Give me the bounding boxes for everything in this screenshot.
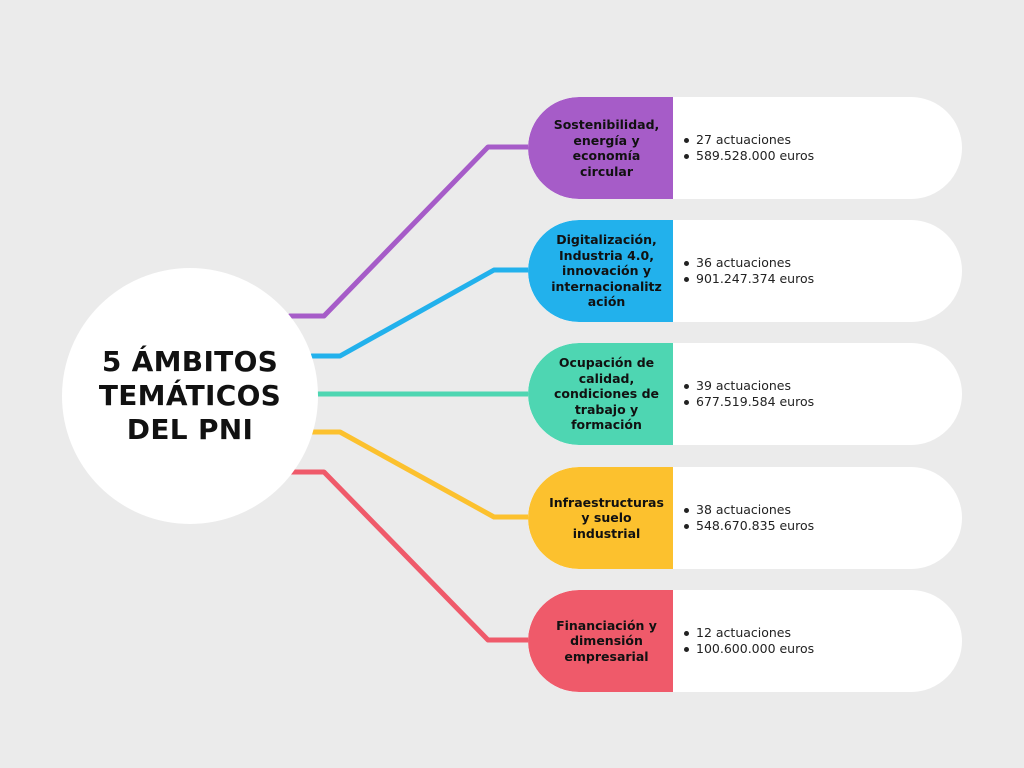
central-title-line: TEMÁTICOS [98,379,282,412]
topic-details: 38 actuaciones 548.670.835 euros [680,467,814,569]
topic-label-line: Financiación y [556,617,657,633]
actuaciones-count: 39 actuaciones [683,378,814,394]
topic-label-line: energía y [573,132,640,148]
topic-label-line: circular [579,163,634,179]
budget-euros: 548.670.835 euros [683,518,815,533]
topic-bullet-list: 27 actuaciones 589.528.000 euros [680,132,814,164]
topic-label-box: Digitalización, Industria 4.0, innovació… [528,220,673,322]
topic-label-line: calidad, [578,370,635,386]
actuaciones-count: 38 actuaciones [683,502,814,518]
topic-bullet-list: 12 actuaciones 100.600.000 euros [680,625,814,657]
connector-line-infraestructuras [309,429,533,520]
budget-euros: 100.600.000 euros [683,641,815,656]
central-topic-circle: 5 ÁMBITOS TEMÁTICOS DEL PNI [62,268,318,524]
topic-label-line: Industria 4.0, [559,247,654,263]
central-title-line: 5 ÁMBITOS [101,345,279,378]
central-topic-title: 5 ÁMBITOS TEMÁTICOS DEL PNI [85,345,295,447]
topic-label-line: dimensión [570,633,643,649]
connector-line-sostenibilidad [287,144,533,319]
topic-label-box: Financiación y dimensión empresarial [528,590,673,692]
central-title-line: DEL PNI [126,413,254,446]
budget-euros: 901.247.374 euros [683,271,815,286]
topic-label: Sostenibilidad, energía y economía circu… [543,117,671,179]
topic-bullet-list: 38 actuaciones 548.670.835 euros [680,502,814,534]
budget-euros: 677.519.584 euros [683,394,815,409]
topic-label-line: Infraestructuras [549,494,664,510]
topic-label-line: Ocupación de [558,355,655,371]
topic-label: Infraestructuras y suelo industrial [543,495,671,542]
topic-bullet-list: 36 actuaciones 901.247.374 euros [680,255,814,287]
topic-card-financiacion: Financiación y dimensión empresarial 12 … [528,590,962,692]
topic-label-line: empresarial [564,648,649,664]
topic-label: Digitalización, Industria 4.0, innovació… [543,232,671,310]
topic-card-sostenibilidad: Sostenibilidad, energía y economía circu… [528,97,962,199]
topic-label-line: condiciones de [553,386,659,402]
topic-label-box: Ocupación de calidad, condiciones de tra… [528,343,673,445]
topic-label-line: ación [587,294,626,310]
connector-line-digitalizacion [309,267,533,359]
topic-card-infraestructuras: Infraestructuras y suelo industrial 38 a… [528,467,962,569]
actuaciones-count: 12 actuaciones [683,625,814,641]
topic-label-line: trabajo y [574,401,639,417]
actuaciones-count: 36 actuaciones [683,255,814,271]
topic-label-line: industrial [572,525,641,541]
connector-line-financiacion [287,469,533,643]
topic-details: 36 actuaciones 901.247.374 euros [680,220,814,322]
topic-label: Financiación y dimensión empresarial [543,618,671,665]
topic-label: Ocupación de calidad, condiciones de tra… [543,355,671,433]
topic-label-line: y suelo [581,510,632,526]
topic-bullet-list: 39 actuaciones 677.519.584 euros [680,378,814,410]
topic-label-line: internacionalitz [551,278,662,294]
topic-label-line: economía [572,148,641,163]
topic-details: 39 actuaciones 677.519.584 euros [680,343,814,445]
actuaciones-count: 27 actuaciones [683,132,814,148]
budget-euros: 589.528.000 euros [683,148,815,163]
topic-card-digitalizacion: Digitalización, Industria 4.0, innovació… [528,220,962,322]
topic-label-box: Infraestructuras y suelo industrial [528,467,673,569]
topic-label-line: innovación y [562,263,651,279]
topic-card-ocupacion: Ocupación de calidad, condiciones de tra… [528,343,962,445]
topic-label-line: Sostenibilidad, [553,117,660,132]
topic-label-line: formación [571,417,642,433]
topic-details: 27 actuaciones 589.528.000 euros [680,97,814,199]
topic-label-line: Digitalización, [556,232,657,248]
topic-label-box: Sostenibilidad, energía y economía circu… [528,97,673,199]
topic-details: 12 actuaciones 100.600.000 euros [680,590,814,692]
